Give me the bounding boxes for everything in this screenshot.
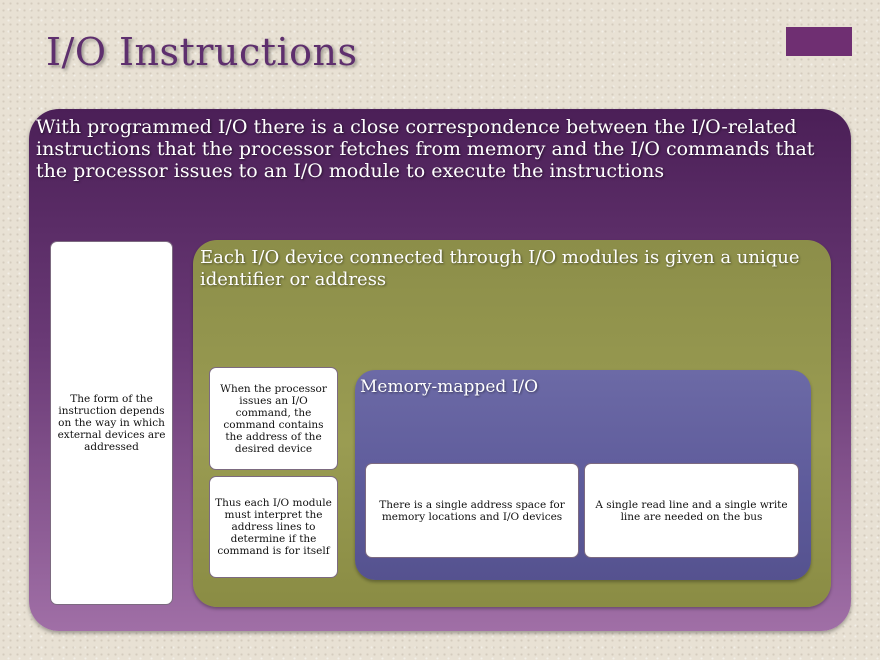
single-address-space-card: There is a single address space for memo…: [365, 463, 579, 558]
read-write-line-card: A single read line and a single write li…: [584, 463, 799, 558]
left-card: The form of the instruction depends on t…: [50, 241, 173, 605]
single-address-space-text: There is a single address space for memo…: [379, 498, 565, 523]
command-address-card: When the processor issues an I/O command…: [209, 367, 338, 470]
command-address-text: When the processor issues an I/O command…: [220, 382, 327, 455]
read-write-line-text: A single read line and a single write li…: [595, 498, 788, 523]
device-address-statement: Each I/O device connected through I/O mo…: [200, 247, 800, 290]
main-statement: With programmed I/O there is a close cor…: [36, 116, 815, 182]
module-interpret-text: Thus each I/O module must interpret the …: [215, 497, 332, 557]
slide-title: I/O Instructions: [46, 30, 358, 74]
module-interpret-card: Thus each I/O module must interpret the …: [209, 476, 338, 578]
left-card-text: The form of the instruction depends on t…: [57, 393, 166, 453]
memory-mapped-heading: Memory-mapped I/O: [360, 377, 539, 397]
title-accent-bar: [786, 27, 852, 56]
